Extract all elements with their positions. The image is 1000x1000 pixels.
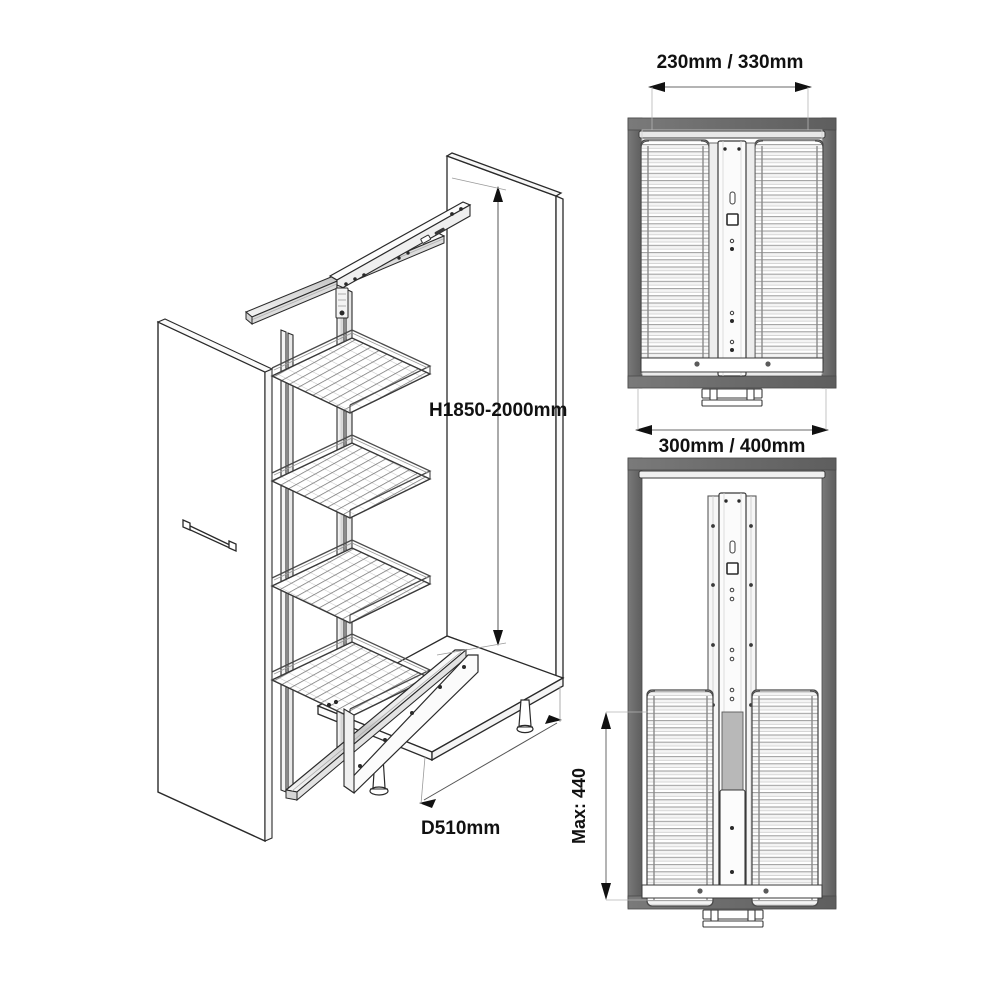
cabinet-wall-right-top xyxy=(821,117,837,389)
dimension-max-height: Max: 440 xyxy=(569,711,648,901)
cabinet-top-board xyxy=(627,117,837,131)
dimension-depth: D510mm xyxy=(419,686,562,839)
front-top-basket-right xyxy=(754,139,824,369)
dimension-width-bottom-label: 300mm / 400mm xyxy=(659,436,806,457)
wire-basket-1 xyxy=(270,329,432,414)
bottom-slide-rail xyxy=(284,648,479,802)
dimension-height: H1850-2000mm xyxy=(429,177,567,656)
dimension-max-height-label: Max: 440 xyxy=(569,768,589,844)
cabinet-wall-left-top xyxy=(627,117,643,389)
center-support-rail-bottom xyxy=(718,492,747,897)
front-bottom-handle xyxy=(702,909,764,928)
front-view-bottom: Max: 440 xyxy=(569,457,837,928)
isometric-view xyxy=(156,152,565,843)
dimension-width-bottom: 300mm / 400mm xyxy=(635,388,829,457)
front-bottom-basket-right xyxy=(751,689,819,907)
front-bottom-basket-left xyxy=(646,689,714,907)
wire-basket-2 xyxy=(270,434,432,519)
center-support-rail-top xyxy=(717,140,747,377)
door-handle xyxy=(182,519,237,552)
front-top-basket-left xyxy=(640,139,710,369)
front-view-top: 230mm / 330mm 300mm / 400mm xyxy=(627,52,837,457)
front-top-handle xyxy=(701,388,763,407)
dimension-width-top: 230mm / 330mm xyxy=(648,52,812,130)
dimension-width-top-label: 230mm / 330mm xyxy=(657,52,804,73)
bottom-view-top-rail-bar xyxy=(638,470,826,479)
cabinet-top-board-bottom-view xyxy=(627,457,837,471)
top-slide-rail xyxy=(244,201,472,326)
dimension-depth-label: D510mm xyxy=(421,818,500,839)
wire-basket-3 xyxy=(270,539,432,624)
cabinet-wall-right-bottom xyxy=(821,457,837,909)
cabinet-leg-back xyxy=(516,699,534,734)
top-rail-bar xyxy=(638,130,826,139)
door-panel xyxy=(156,318,274,843)
cabinet-bottom-board-top-view xyxy=(627,375,837,389)
cabinet-wall-left-bottom xyxy=(627,457,643,909)
dimension-height-label: H1850-2000mm xyxy=(429,400,567,421)
